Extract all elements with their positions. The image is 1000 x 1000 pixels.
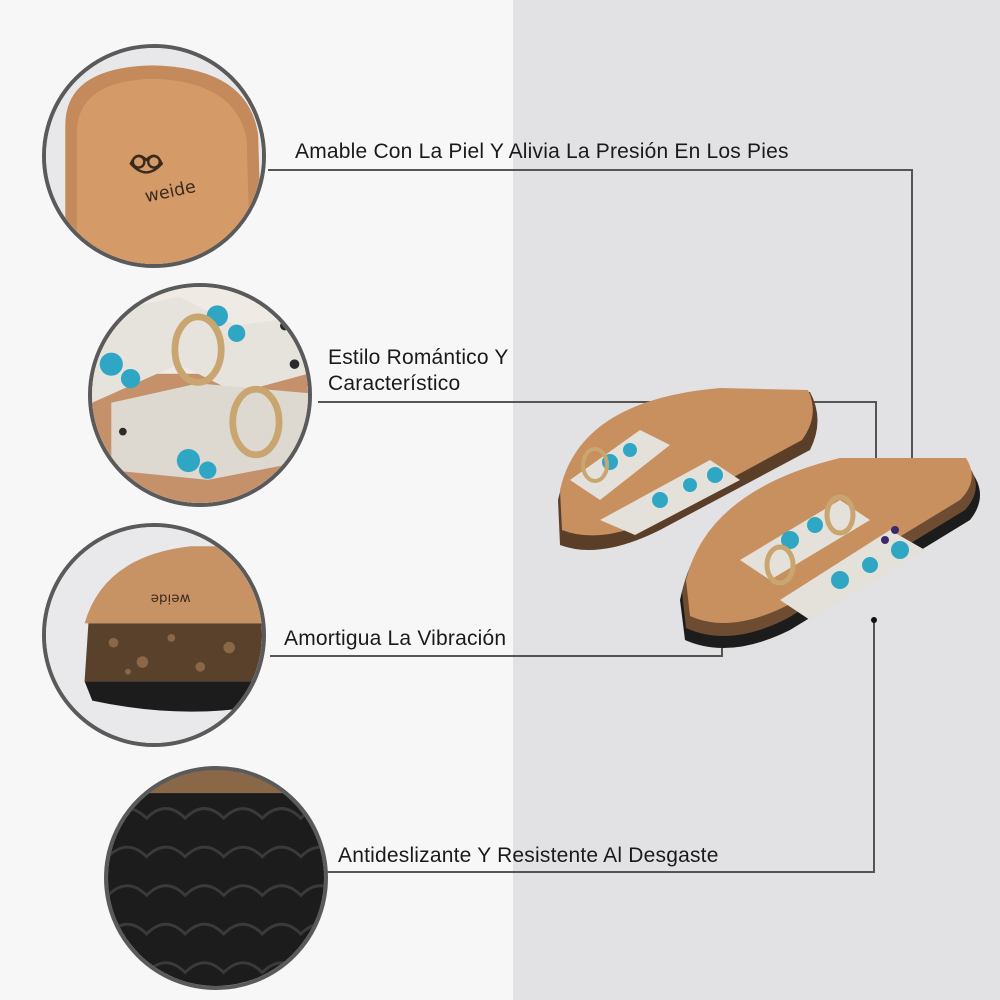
feature-label-style-line2: Característico [328,372,461,395]
feature-label-insole: Amable Con La Piel Y Alivia La Presión E… [295,140,789,163]
feature-label-cushion: Amortigua La Vibración [284,627,507,650]
insole-closeup-image: weide [46,48,262,264]
straps-closeup-circle [88,283,312,507]
weide-logo-icon [129,154,164,174]
outsole-closeup-circle [104,766,328,990]
feature-label-style: Estilo Romántico Y Característico [328,345,568,397]
feature-label-outsole: Antideslizante Y Resistente Al Desgaste [338,844,719,867]
cork-heel-closeup-image: weide [46,527,262,743]
sandal-back [558,388,818,550]
heel-logo-text: weide [151,591,191,607]
cork-heel-closeup-circle: weide [42,523,266,747]
outsole-closeup-image [108,770,324,986]
sandals-product-image [558,388,980,648]
sandal-front [680,458,980,648]
feature-label-style-line1: Estilo Romántico Y [328,346,509,369]
straps-closeup-image [92,287,308,503]
insole-closeup-circle: weide [42,44,266,268]
